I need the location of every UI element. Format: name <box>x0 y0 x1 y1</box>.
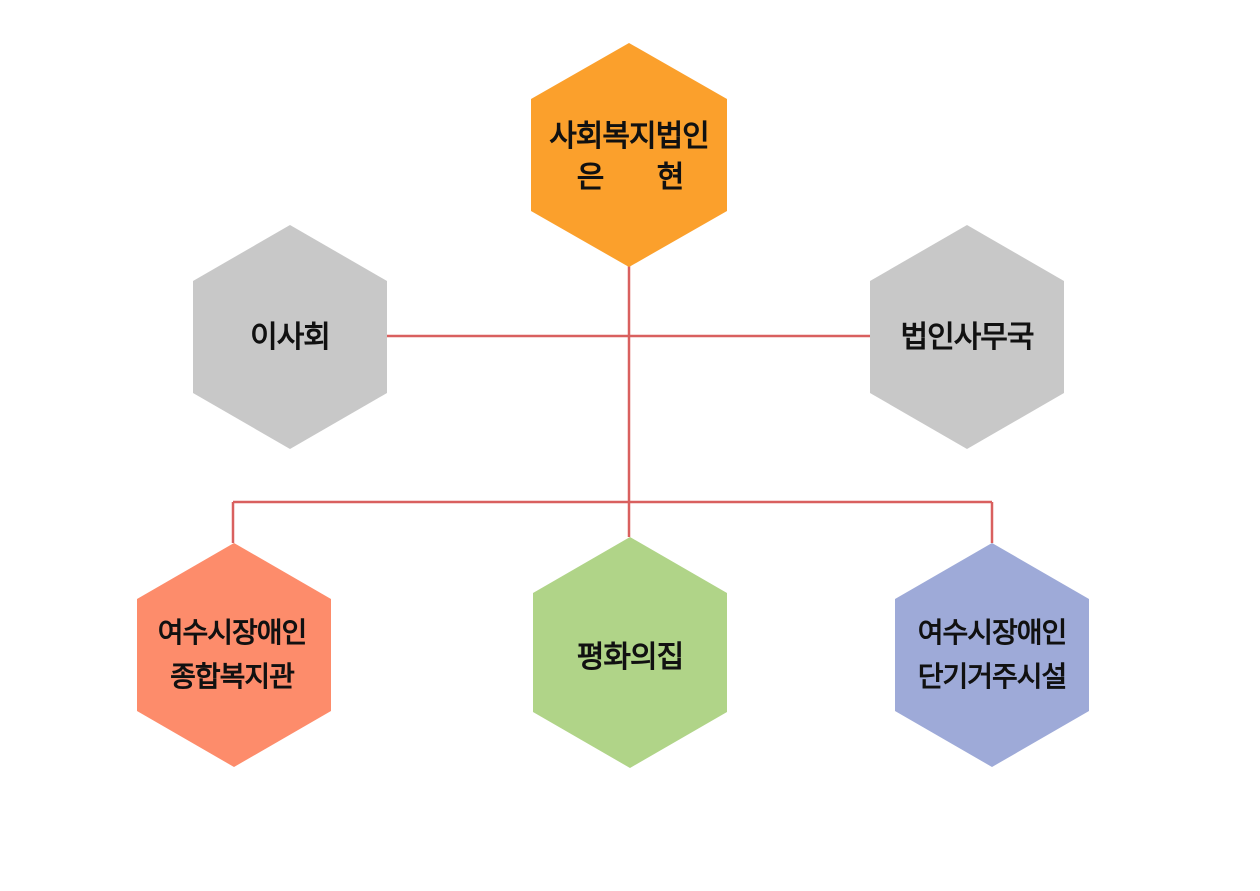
node-peace-house-label: 평화의집 <box>577 640 683 675</box>
node-welfare-center-line2: 종합복지관 <box>170 660 295 693</box>
hexagon-board <box>193 225 387 449</box>
node-short-term: 여수시장애인 단기거주시설 <box>895 543 1089 767</box>
node-peace-house: 평화의집 <box>533 537 727 768</box>
connectors <box>231 266 994 543</box>
hexagon-peace-house <box>533 537 727 768</box>
hexagon-short-term <box>895 543 1089 767</box>
node-welfare-center-line1: 여수시장애인 <box>158 616 307 649</box>
node-top-line2-a: 은 <box>577 160 604 195</box>
node-welfare-center: 여수시장애인 종합복지관 <box>137 543 331 767</box>
hexagon-office <box>870 225 1064 449</box>
node-top-line1: 사회복지법인 <box>549 119 709 154</box>
node-short-term-line1: 여수시장애인 <box>918 616 1067 649</box>
node-office-label: 법인사무국 <box>901 320 1034 355</box>
node-top: 사회복지법인 은 현 <box>531 43 727 267</box>
node-short-term-line2: 단기거주시설 <box>918 660 1067 693</box>
hexagon-top <box>531 43 727 267</box>
node-top-line2-b: 현 <box>657 160 684 195</box>
node-board-label: 이사회 <box>250 320 330 355</box>
node-board: 이사회 <box>193 225 387 449</box>
hexagon-welfare-center <box>137 543 331 767</box>
node-office: 법인사무국 <box>870 225 1064 449</box>
